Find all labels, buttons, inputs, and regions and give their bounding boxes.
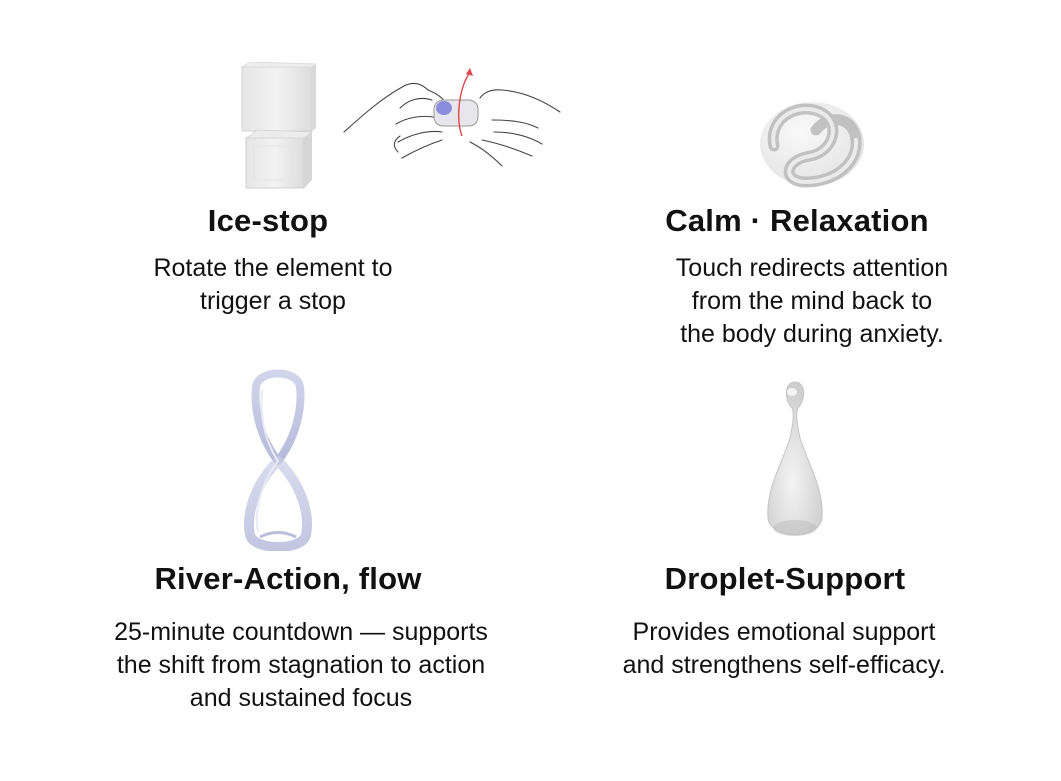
- card-title-droplet: Droplet-Support: [664, 561, 906, 596]
- card-description-calm: Touch redirects attention from the mind …: [612, 252, 1012, 351]
- card-description-river: 25-minute countdown — supports the shift…: [46, 616, 556, 715]
- figure-eight-loop-icon: [244, 369, 312, 551]
- description-line: 25-minute countdown — supports: [114, 618, 488, 646]
- hands-rotating-icon: [343, 68, 561, 167]
- card-description-droplet: Provides emotional support and strengthe…: [574, 616, 994, 682]
- description-line: and strengthens self-efficacy.: [622, 651, 946, 679]
- description-line: Provides emotional support: [632, 618, 936, 646]
- ice-cube-icon: [240, 62, 318, 189]
- card-title-ice-stop: Ice-stop: [207, 203, 329, 238]
- card-title-river: River-Action, flow: [154, 561, 422, 596]
- description-line: the body during anxiety.: [680, 320, 944, 348]
- description-line: Rotate the element to: [153, 254, 393, 282]
- description-line: and sustained focus: [189, 684, 413, 712]
- description-line: from the mind back to: [691, 287, 933, 315]
- card-description-ice-stop: Rotate the element to trigger a stop: [100, 252, 446, 318]
- knot-icon: [760, 102, 864, 188]
- description-line: trigger a stop: [200, 287, 346, 315]
- droplet-icon: [767, 381, 823, 536]
- description-line: Touch redirects attention: [675, 254, 949, 282]
- card-title-calm: Calm · Relaxation: [665, 203, 929, 238]
- description-line: the shift from stagnation to action: [116, 651, 486, 679]
